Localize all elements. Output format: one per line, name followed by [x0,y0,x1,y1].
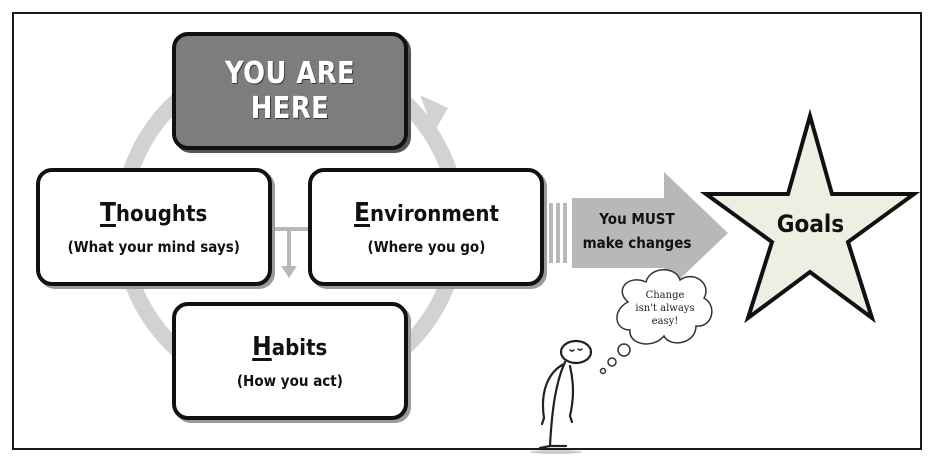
big-right-arrow-icon [549,172,728,294]
thoughts-box: Thoughts (What your mind says) [36,168,272,286]
environment-rest: nvironment [369,202,499,227]
environment-subtitle: (Where you go) [367,238,485,256]
habits-title: Habits [252,332,327,362]
habits-subtitle: (How you act) [236,372,344,390]
thought-line3: easy! [651,316,679,327]
thought-bubble-text: Change isn't always easy! [622,289,708,328]
environment-box: Environment (Where you go) [308,168,544,286]
environment-title: Environment [354,198,499,228]
thought-bubble-icon [599,269,713,375]
thought-line2: isn't always [635,303,695,314]
habits-initial: H [252,332,272,362]
arrow-label-line1: You MUST [599,210,675,228]
goals-label: Goals [776,210,845,238]
star-icon [699,108,921,324]
thoughts-rest: houghts [116,202,208,227]
habits-rest: abits [271,336,328,361]
you-are-here-box: YOU ARE HERE [172,32,408,150]
environment-initial: E [353,198,370,228]
thoughts-title: Thoughts [100,198,207,228]
thought-line1: Change [645,290,685,301]
habits-box: Habits (How you act) [172,302,408,420]
arrow-label-line2: make changes [582,234,692,252]
thoughts-initial: T [100,198,117,228]
you-are-here-label: YOU ARE HERE [224,56,356,126]
thoughts-subtitle: (What your mind says) [67,238,241,256]
arrow-label: You MUST make changes [579,207,696,255]
stick-figure-icon [530,339,593,454]
